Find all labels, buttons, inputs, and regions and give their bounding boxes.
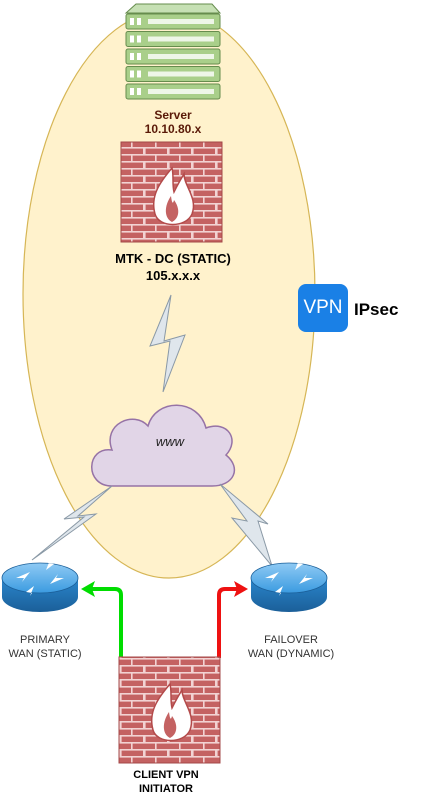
server-led xyxy=(137,18,141,25)
wan-link-dc-cloud xyxy=(149,294,186,393)
server-drive-slot xyxy=(148,54,214,59)
server-led xyxy=(137,88,141,95)
failover-wan-line2: WAN (DYNAMIC) xyxy=(247,648,335,660)
dc-firewall-ip: 105.x.x.x xyxy=(145,268,201,283)
vpn-icon: VPN xyxy=(298,284,348,332)
primary-path-arrow xyxy=(92,587,123,658)
client-firewall-line2: INITIATOR xyxy=(139,783,193,795)
client-firewall-label: CLIENT VPN INITIATOR xyxy=(100,768,232,796)
primary-path-arrowhead xyxy=(81,581,95,597)
server-ip: 10.10.80.x xyxy=(144,122,202,136)
client-firewall-icon xyxy=(118,656,221,764)
server-label: Server 10.10.80.x xyxy=(110,108,236,136)
primary-wan-line2: WAN (STATIC) xyxy=(8,648,82,660)
server-drive-slot xyxy=(148,36,214,42)
server-drive-slot xyxy=(148,19,214,24)
server-led xyxy=(137,53,141,60)
server-led xyxy=(130,18,134,25)
server-led xyxy=(130,35,134,43)
primary-router-icon xyxy=(1,560,79,612)
server-led xyxy=(137,35,141,43)
internet-cloud-icon xyxy=(91,404,236,487)
failover-path-arrow xyxy=(217,587,237,658)
server-led xyxy=(130,70,134,78)
failover-wan-line1: FAILOVER xyxy=(264,634,318,646)
failover-path-arrowhead xyxy=(234,581,248,597)
client-firewall-line1: CLIENT VPN xyxy=(133,769,199,781)
dc-firewall-name: MTK - DC (STATIC) xyxy=(115,251,231,266)
server-drive-slot xyxy=(148,71,214,77)
server-led xyxy=(130,88,134,95)
server-led xyxy=(130,53,134,60)
dc-firewall-label: MTK - DC (STATIC) 105.x.x.x xyxy=(88,250,258,284)
primary-wan-line1: PRIMARY xyxy=(20,634,70,646)
server-rack-icon xyxy=(124,3,222,100)
primary-wan-label: PRIMARY WAN (STATIC) xyxy=(0,633,90,661)
wan-link-cloud-primary xyxy=(31,485,113,561)
server-drive-slot xyxy=(148,89,214,94)
dc-firewall-icon xyxy=(120,141,223,243)
cloud-label: www xyxy=(155,434,185,449)
server-name: Server xyxy=(154,108,192,122)
failover-wan-label: FAILOVER WAN (DYNAMIC) xyxy=(232,633,350,661)
server-led xyxy=(137,70,141,78)
failover-router-icon xyxy=(250,560,328,612)
vpn-protocol-label: IPsec xyxy=(354,300,399,319)
